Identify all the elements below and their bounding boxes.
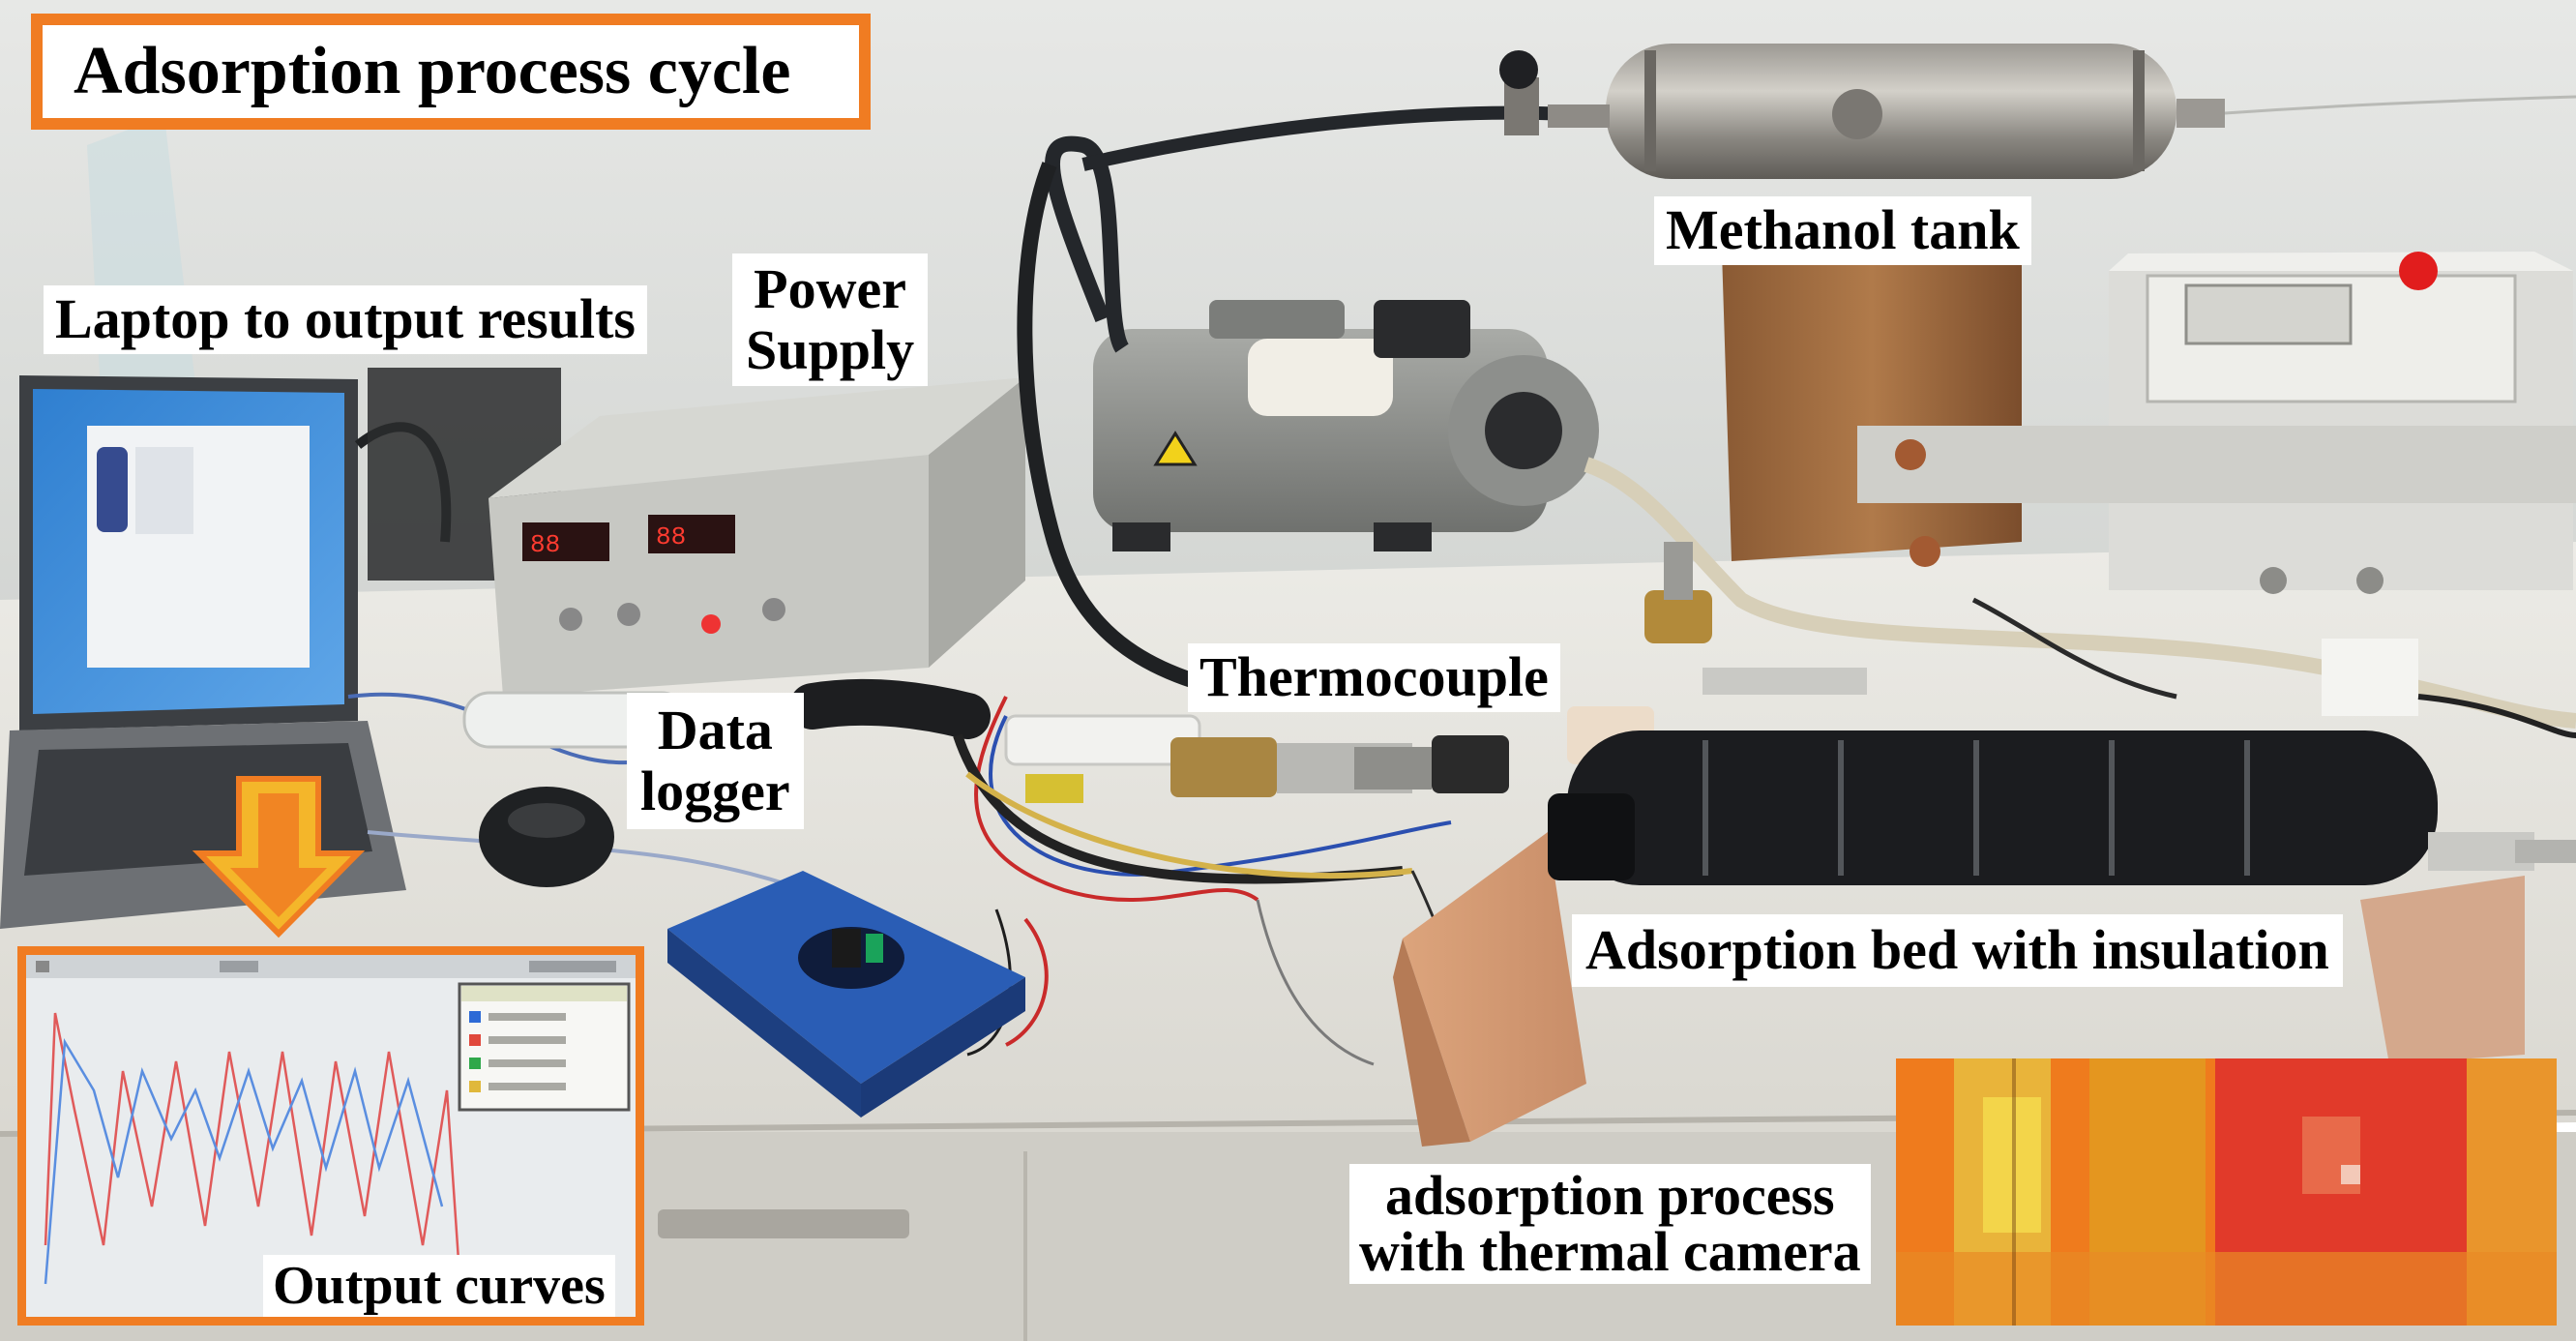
label-data-logger-line2: logger [640,759,790,822]
curve-plot [26,955,636,1304]
label-adsorption-bed: Adsorption bed with insulation [1572,914,2343,987]
figure-title: Adsorption process cycle [74,34,791,108]
vacuum-pump [1093,300,1599,551]
thermal-image [1896,1058,2557,1326]
label-data-logger-line1: Data [657,699,773,761]
power-supply: 88 88 [489,377,1025,697]
laptop [0,375,406,929]
svg-text:88: 88 [656,522,686,551]
label-output-curves: Output curves [263,1255,615,1318]
title-box: Adsorption process cycle [31,14,871,130]
label-power-supply-line2: Supply [746,317,915,381]
label-thermal-camera-line2: with thermal camera [1359,1220,1861,1283]
label-power-supply: Power Supply [732,253,929,387]
label-data-logger: Data logger [627,693,804,830]
control-box [1857,252,2576,594]
curve-red [44,1012,463,1304]
label-methanol-tank: Methanol tank [1654,196,2031,265]
label-power-supply-line1: Power [754,257,906,320]
legend-panel [458,982,631,1112]
curve-blue [44,1038,444,1285]
data-logger [667,871,1025,1118]
label-thermocouple: Thermocouple [1188,643,1560,712]
adsorption-bed [1393,730,2576,1147]
thermal-image-inset [1896,1058,2557,1326]
label-thermal-camera-line1: adsorption process [1385,1164,1835,1227]
label-laptop: Laptop to output results [44,285,647,354]
label-thermal-camera: adsorption process with thermal camera [1349,1164,1871,1284]
down-arrow-icon [192,776,366,939]
svg-text:88: 88 [530,530,560,559]
